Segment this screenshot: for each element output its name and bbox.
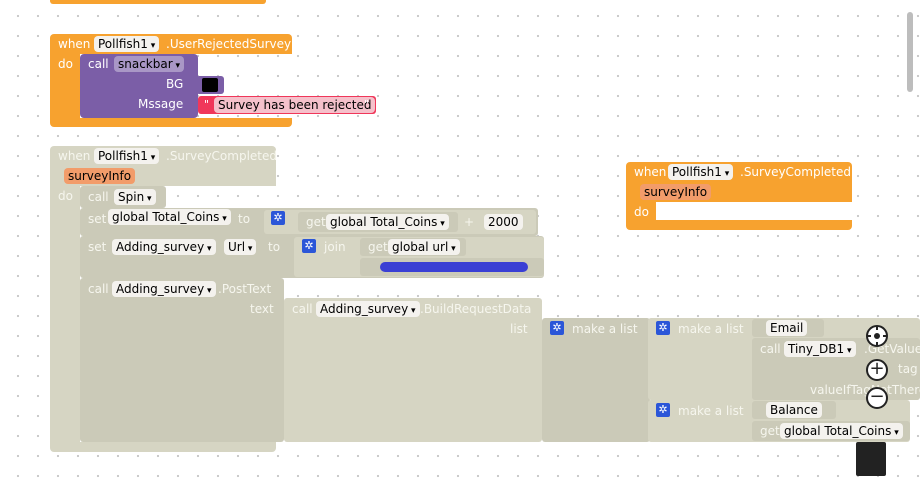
make-list-label: make a list (678, 322, 744, 336)
call-build-request-block[interactable] (284, 298, 542, 442)
to-label: to (238, 212, 251, 226)
component-dropdown[interactable]: Pollfish1 (94, 36, 160, 52)
call-label: call (88, 190, 109, 204)
when-label: when (58, 149, 91, 163)
set-label: set (88, 240, 107, 254)
to-label: to (268, 240, 281, 254)
call-label: call (88, 282, 109, 296)
color-swatch-black[interactable] (202, 78, 218, 92)
gear-icon[interactable]: ✲ (550, 321, 564, 335)
param-survey-info[interactable]: surveyInfo (64, 168, 136, 184)
call-label: call (292, 302, 313, 316)
vertical-scrollbar[interactable] (907, 12, 913, 92)
message-label: Mssage (138, 97, 184, 111)
redacted-scribble (380, 262, 528, 272)
message-text[interactable]: Survey has been rejected (214, 97, 376, 113)
open-quote: " (204, 98, 210, 111)
trash-icon[interactable] (856, 442, 886, 476)
do-label: do (58, 57, 73, 71)
component-dropdown[interactable]: Pollfish1 (94, 148, 160, 164)
bg-label: BG (166, 77, 184, 91)
snackbar-dropdown[interactable]: snackbar (114, 56, 185, 72)
variable-dropdown[interactable]: global Total_Coins (108, 209, 231, 225)
spin-dropdown[interactable]: Spin (114, 189, 156, 205)
make-list-label: make a list (572, 322, 638, 336)
event-name: .UserRejectedSurvey (166, 37, 292, 51)
event-footer (626, 220, 852, 230)
text-param-label: text (250, 302, 274, 316)
get-label: get (760, 424, 780, 438)
tag-param-label: tag (898, 362, 918, 376)
when-label: when (58, 37, 91, 51)
property-dropdown[interactable]: Url (224, 239, 257, 255)
event-footer (50, 118, 292, 127)
event-do-column (50, 186, 80, 442)
set-label: set (88, 212, 107, 226)
method-name: .BuildRequestData (420, 302, 532, 316)
get-label: get (306, 215, 326, 229)
event-do-column (50, 54, 80, 118)
partial-event-block[interactable] (50, 0, 266, 4)
component-dropdown[interactable]: Adding_survey (112, 281, 216, 297)
when-label: when (634, 165, 667, 179)
get-variable-dropdown[interactable]: global Total_Coins (780, 423, 903, 439)
make-list-outer-block[interactable] (542, 318, 650, 442)
number-field[interactable]: 2000 (484, 214, 523, 230)
target-icon[interactable] (866, 325, 888, 347)
plus-icon[interactable]: + (866, 359, 888, 381)
email-text[interactable]: Email (766, 320, 808, 336)
gear-icon[interactable]: ✲ (302, 239, 316, 253)
list-param-label: list (510, 322, 528, 336)
component-dropdown[interactable]: Adding_survey (112, 239, 216, 255)
call-label: call (88, 57, 109, 71)
do-label: do (58, 189, 73, 203)
event-footer (50, 442, 276, 452)
component-dropdown[interactable]: Adding_survey (316, 301, 420, 317)
join-label: join (324, 240, 346, 254)
gear-icon[interactable]: ✲ (656, 321, 670, 335)
minus-icon[interactable]: − (866, 387, 888, 409)
get-variable-dropdown[interactable]: global Total_Coins (326, 214, 449, 230)
event-do-column (626, 202, 656, 222)
param-survey-info[interactable]: surveyInfo (640, 184, 712, 200)
do-label: do (634, 205, 649, 219)
event-name: .SurveyCompleted (166, 149, 278, 163)
plus-operator: + (464, 215, 475, 229)
balance-text[interactable]: Balance (766, 402, 822, 418)
event-name: .SurveyCompleted (740, 165, 852, 179)
value-if-tag-label: valueIfTagNotThere (810, 383, 920, 397)
get-label: get (368, 240, 388, 254)
tinydb-dropdown[interactable]: Tiny_DB1 (784, 341, 856, 357)
get-url-dropdown[interactable]: global url (388, 239, 460, 255)
empty-do-slot[interactable] (656, 202, 852, 220)
component-dropdown[interactable]: Pollfish1 (668, 164, 734, 180)
gear-icon[interactable]: ✲ (271, 211, 285, 225)
gear-icon[interactable]: ✲ (656, 403, 670, 417)
method-name: .PostText (218, 282, 272, 296)
close-quote: " (364, 98, 370, 111)
call-label: call (760, 342, 781, 356)
call-post-text-block[interactable] (80, 278, 284, 442)
make-list-label: make a list (678, 404, 744, 418)
